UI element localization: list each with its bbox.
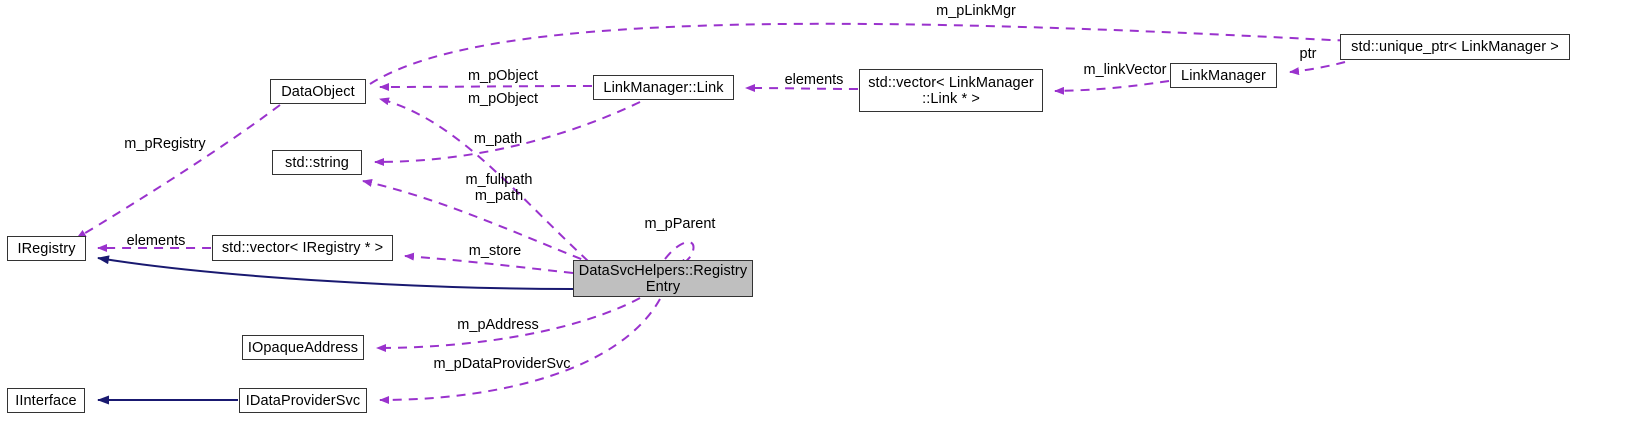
edge-m-paddress [376,297,641,352]
edge-label-m-pparent: m_pParent [644,216,716,232]
edge-label-m-pregistry: m_pRegistry [124,136,206,152]
edge-m-pobject-1 [379,82,593,91]
edge-label-elements-iregistry: elements [126,233,186,249]
edge-m-path [374,101,641,166]
edge-ptr [1289,61,1346,76]
edge-label-m-linkvector: m_linkVector [1083,62,1167,78]
edge-elements-link [745,84,859,93]
edge-m-plinkmgr [369,22,1396,85]
node-datasvchelpers-registryentry[interactable]: DataSvcHelpers::Registry Entry [573,260,753,297]
edge-m-pregistry [76,104,281,239]
node-iregistry[interactable]: IRegistry [7,236,86,261]
edge-label-elements-link: elements [784,72,844,88]
node-std-string[interactable]: std::string [272,150,362,175]
node-iopaqueaddress[interactable]: IOpaqueAddress [242,335,364,360]
node-unique-ptr-link-manager[interactable]: std::unique_ptr< LinkManager > [1340,34,1570,60]
edge-m-pobject-2 [379,97,601,273]
edge-label-m-pobject-2: m_pObject [467,91,539,107]
edge-m-store [404,252,574,274]
node-vector-link-manager-link[interactable]: std::vector< LinkManager ::Link * > [859,69,1043,112]
edge-label-ptr: ptr [1299,46,1317,62]
edge-label-m-pobject-1: m_pObject [467,68,539,84]
edge-m-pdataprovidersvc [379,298,661,404]
inheritance-edge-group [97,255,574,405]
node-iinterface[interactable]: IInterface [7,388,85,413]
edge-inherit-iregistry [97,255,574,290]
edge-label-m-plinkmgr: m_pLinkMgr [936,3,1016,19]
node-link-manager-link[interactable]: LinkManager::Link [593,75,734,100]
edge-label-m-path: m_path [473,131,523,147]
edge-label-m-store: m_store [468,243,522,259]
edge-label-m-paddress: m_pAddress [457,317,539,333]
edge-label-m-pdataprovidersvc: m_pDataProviderSvc [433,356,571,372]
edge-m-pparent [664,241,695,269]
node-idataprovidersvc[interactable]: IDataProviderSvc [239,388,367,413]
edge-label-m-fullpath-m-path: m_fullpath m_path [465,172,533,204]
node-data-object[interactable]: DataObject [270,79,366,104]
edge-m-linkvector [1054,80,1170,95]
usage-edge-group [76,22,1396,404]
node-link-manager[interactable]: LinkManager [1170,63,1277,88]
node-vector-iregistry[interactable]: std::vector< IRegistry * > [212,235,393,261]
